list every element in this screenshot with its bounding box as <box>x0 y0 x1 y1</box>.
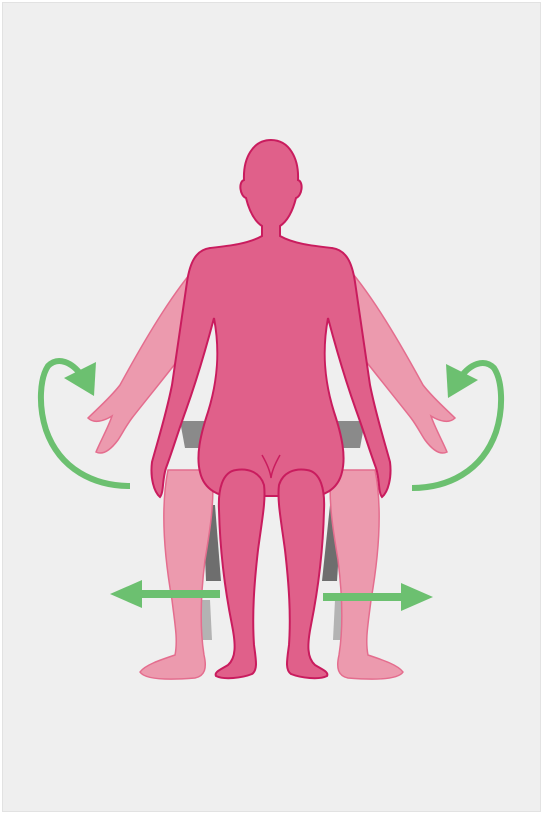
exercise-illustration <box>0 0 543 814</box>
